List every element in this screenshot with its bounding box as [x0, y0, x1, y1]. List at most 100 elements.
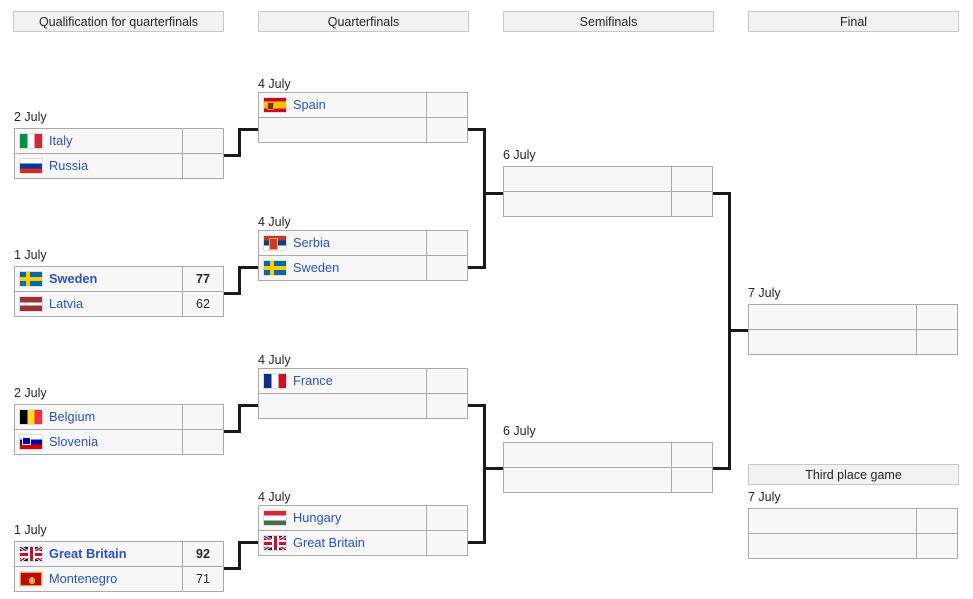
match-row-top[interactable]: Belgium [14, 404, 224, 430]
connector-sf2-in [483, 467, 505, 470]
team-cell-bottom[interactable] [748, 329, 917, 355]
team-cell-bottom[interactable] [258, 393, 427, 419]
connector-qf4-out [467, 541, 486, 544]
match-row-top[interactable]: Sweden 77 [14, 266, 224, 292]
match-row-top[interactable]: Italy [14, 128, 224, 154]
round-header-final: Final [748, 11, 959, 32]
match-row-top[interactable]: Spain [258, 92, 468, 118]
connector-sf1-in [483, 192, 505, 195]
match-row-bottom[interactable]: Great Britain [258, 530, 468, 556]
team-cell-top[interactable] [503, 442, 672, 468]
team-cell-bottom[interactable]: Montenegro [14, 566, 183, 592]
match-row-top[interactable]: Great Britain 92 [14, 541, 224, 567]
team-cell-bottom[interactable] [503, 191, 672, 217]
team-name-top[interactable]: Great Britain [49, 546, 127, 561]
team-name-bottom[interactable]: Sweden [293, 260, 340, 275]
connector-qual3-vert [238, 404, 241, 433]
flag-serbia-icon [264, 236, 286, 250]
match-row-top[interactable]: Hungary [258, 505, 468, 531]
match-row-top[interactable]: Serbia [258, 230, 468, 256]
match-qual4[interactable]: Great Britain 92 Montenegro 71 [14, 541, 224, 592]
score-cell-top [672, 442, 713, 468]
score-cell-top: 92 [183, 541, 224, 567]
team-cell-bottom[interactable]: Sweden [258, 255, 427, 281]
team-cell-top[interactable]: Sweden [14, 266, 183, 292]
match-row-bottom[interactable] [258, 393, 468, 419]
match-row-top[interactable] [503, 442, 713, 468]
team-cell-bottom[interactable]: Great Britain [258, 530, 427, 556]
team-name-top[interactable]: Serbia [293, 235, 330, 250]
team-cell-top[interactable]: Serbia [258, 230, 427, 256]
score-cell-top [917, 304, 958, 330]
score-cell-top: 77 [183, 266, 224, 292]
team-name-top[interactable]: Italy [49, 133, 73, 148]
team-cell-bottom[interactable]: Latvia [14, 291, 183, 317]
team-name-bottom[interactable]: Latvia [49, 296, 84, 311]
team-cell-top[interactable]: Belgium [14, 404, 183, 430]
match-row-bottom[interactable]: Sweden [258, 255, 468, 281]
team-name-top[interactable]: Belgium [49, 409, 96, 424]
match-row-bottom[interactable] [258, 117, 468, 143]
team-cell-bottom[interactable] [503, 467, 672, 493]
team-cell-bottom[interactable] [258, 117, 427, 143]
team-cell-top[interactable] [748, 304, 917, 330]
team-cell-top[interactable]: Spain [258, 92, 427, 118]
team-name-top[interactable]: Sweden [49, 271, 98, 286]
match-qual3[interactable]: Belgium Slovenia [14, 404, 224, 455]
score-cell-bottom [427, 530, 468, 556]
match-row-top[interactable] [503, 166, 713, 192]
match-qf2[interactable]: Serbia Sweden [258, 230, 468, 281]
match-row-top[interactable] [748, 508, 958, 534]
connector-qual3-out [222, 430, 241, 433]
flag-montenegro-icon [20, 572, 42, 586]
team-name-bottom[interactable]: Russia [49, 158, 89, 173]
flag-great-britain-icon [20, 547, 42, 561]
match-date-qual4: 1 July [14, 523, 47, 537]
match-qf1[interactable]: Spain [258, 92, 468, 143]
match-row-top[interactable] [748, 304, 958, 330]
flag-slovenia-icon [20, 435, 42, 449]
match-third-place[interactable] [748, 508, 958, 559]
match-final[interactable] [748, 304, 958, 355]
match-date-sf2: 6 July [503, 424, 536, 438]
team-name-bottom[interactable]: Slovenia [49, 434, 99, 449]
match-row-bottom[interactable]: Latvia 62 [14, 291, 224, 317]
match-qual1[interactable]: Italy Russia [14, 128, 224, 179]
team-cell-bottom[interactable]: Slovenia [14, 429, 183, 455]
team-cell-bottom[interactable]: Russia [14, 153, 183, 179]
match-qf3[interactable]: France [258, 368, 468, 419]
score-cell-bottom [427, 117, 468, 143]
flag-hungary-icon [264, 511, 286, 525]
connector-qf1-in [238, 128, 260, 131]
connector-qf4-in [238, 541, 260, 544]
team-name-bottom[interactable]: Great Britain [293, 535, 365, 550]
score-cell-bottom [183, 153, 224, 179]
connector-sf2-vert [483, 404, 486, 544]
match-row-bottom[interactable] [503, 191, 713, 217]
match-date-qf4: 4 July [258, 490, 291, 504]
match-row-bottom[interactable] [503, 467, 713, 493]
team-cell-top[interactable]: Italy [14, 128, 183, 154]
team-name-top[interactable]: Spain [293, 97, 326, 112]
flag-sweden-icon [264, 261, 286, 275]
team-cell-top[interactable]: Great Britain [14, 541, 183, 567]
team-cell-top[interactable]: France [258, 368, 427, 394]
team-cell-top[interactable]: Hungary [258, 505, 427, 531]
match-row-bottom[interactable] [748, 329, 958, 355]
match-row-bottom[interactable] [748, 533, 958, 559]
match-row-bottom[interactable]: Montenegro 71 [14, 566, 224, 592]
match-row-bottom[interactable]: Slovenia [14, 429, 224, 455]
flag-great-britain-icon [264, 536, 286, 550]
match-qf4[interactable]: Hungary Great Britain [258, 505, 468, 556]
match-sf1[interactable] [503, 166, 713, 217]
match-row-bottom[interactable]: Russia [14, 153, 224, 179]
match-qual2[interactable]: Sweden 77 Latvia 62 [14, 266, 224, 317]
team-cell-top[interactable] [748, 508, 917, 534]
team-cell-top[interactable] [503, 166, 672, 192]
team-name-bottom[interactable]: Montenegro [49, 571, 118, 586]
match-row-top[interactable]: France [258, 368, 468, 394]
match-sf2[interactable] [503, 442, 713, 493]
team-cell-bottom[interactable] [748, 533, 917, 559]
team-name-top[interactable]: Hungary [293, 510, 342, 525]
team-name-top[interactable]: France [293, 373, 333, 388]
